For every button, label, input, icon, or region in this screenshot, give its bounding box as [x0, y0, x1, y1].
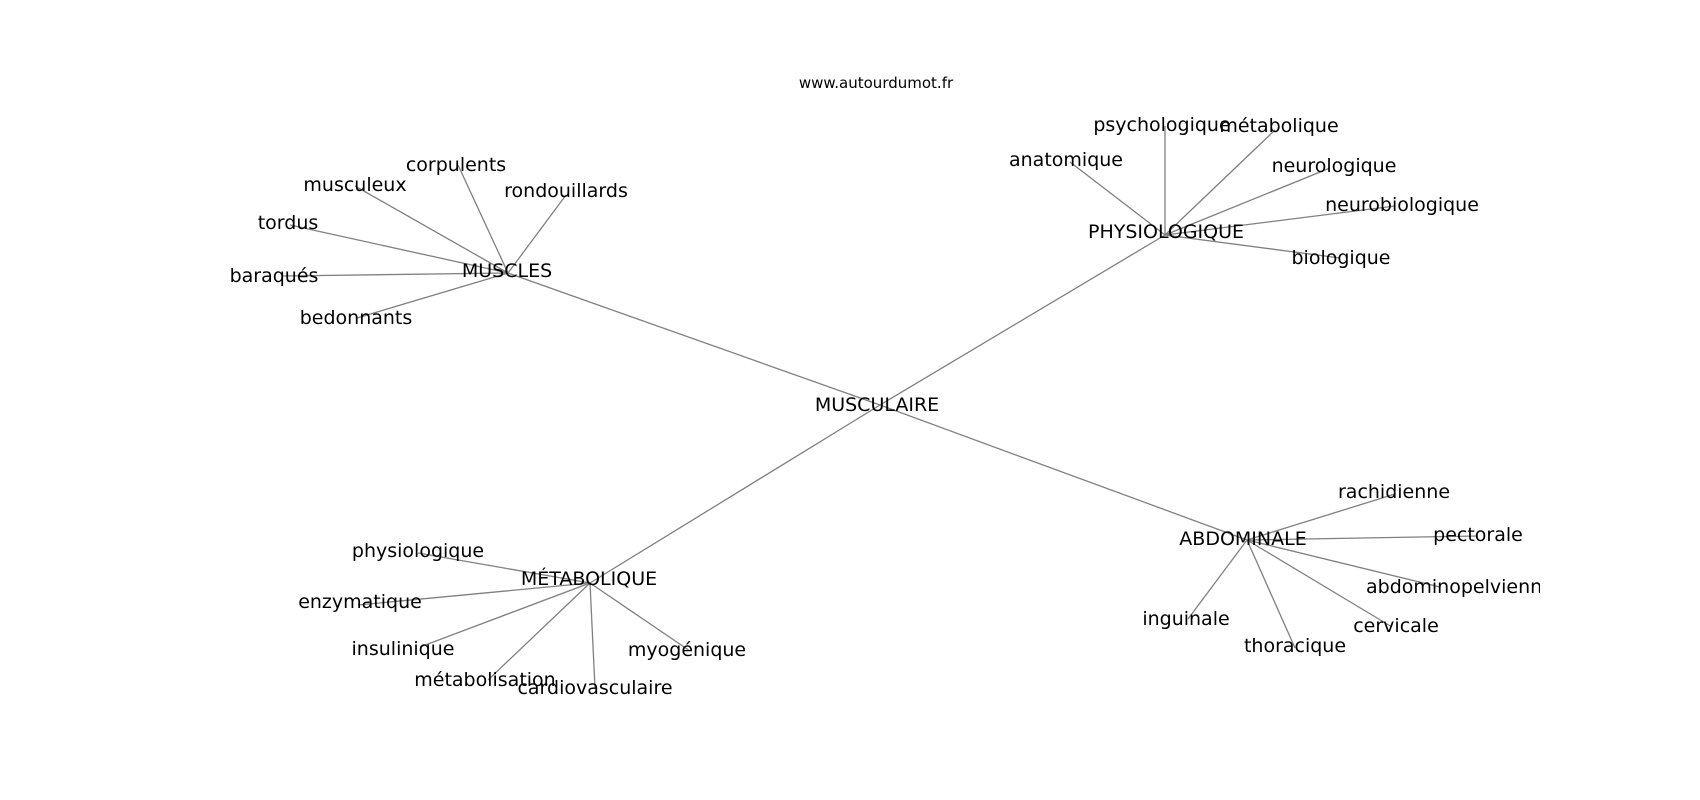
edge-muscles-baraques — [282, 272, 509, 277]
edge-muscles-rondouillards — [507, 194, 567, 274]
edge-metabolique-enzymatique — [357, 582, 591, 606]
edge-abdominale-cervicale — [1246, 539, 1393, 628]
graph-edges — [282, 126, 1479, 689]
word-label-metabolique: métabolique — [1219, 115, 1338, 137]
word-label-rondouillards: rondouillards — [504, 180, 628, 202]
word-label-bedonnants: bedonnants — [300, 307, 413, 329]
word-label-biologique: biologique — [1292, 247, 1391, 269]
center-node-label: MUSCULAIRE — [815, 394, 939, 416]
edge-center-abdominale — [879, 404, 1248, 541]
word-label-baraques: baraqués — [230, 265, 319, 287]
edge-muscles-tordus — [289, 224, 509, 274]
edge-muscles-musculeux — [354, 185, 509, 274]
edge-center-metabolique — [589, 404, 881, 584]
edge-center-muscles — [507, 272, 881, 406]
word-label-tordus: tordus — [258, 212, 319, 234]
hub-label-muscles: MUSCLES — [462, 260, 552, 282]
hub-label-physiologique: PHYSIOLOGIQUE — [1088, 221, 1244, 243]
source-url: www.autourdumot.fr — [799, 74, 954, 92]
edge-center-physiologique — [879, 234, 1166, 406]
word-label-cervicale: cervicale — [1353, 615, 1439, 637]
edge-physiologique-neurobiologique — [1164, 205, 1396, 236]
edge-metabolique-physiologique — [417, 552, 591, 584]
word-label-neurologique: neurologique — [1272, 155, 1397, 177]
graph-labels: www.autourdumot.fr MUSCULAIRE MUSCLES co… — [230, 74, 1554, 699]
edge-metabolique-metabolisation — [487, 582, 591, 681]
edge-abdominale-thoracique — [1246, 539, 1296, 649]
word-label-neurobiologique: neurobiologique — [1325, 194, 1479, 216]
word-label-metabolisation: métabolisation — [414, 669, 555, 691]
edge-metabolique-myogenique — [589, 582, 691, 652]
word-label-inguinale: inguinale — [1142, 608, 1229, 630]
edge-physiologique-neurologique — [1164, 167, 1331, 236]
edge-metabolique-cardiovasculaire — [589, 582, 596, 689]
edge-muscles-bedonnants — [356, 272, 509, 319]
hub-label-abdominale: ABDOMINALE — [1179, 528, 1306, 550]
hub-label-metabolique: MÉTABOLIQUE — [521, 567, 657, 590]
word-label-insulinique: insulinique — [352, 638, 455, 660]
word-label-psychologique: psychologique — [1093, 114, 1230, 136]
edge-physiologique-anatomique — [1069, 161, 1166, 236]
word-label-pectorale: pectorale — [1433, 524, 1523, 546]
word-label-anatomique: anatomique — [1009, 149, 1123, 171]
edge-metabolique-insulinique — [419, 582, 591, 648]
edge-physiologique-metabolique — [1164, 129, 1276, 236]
edge-abdominale-pectorale — [1246, 535, 1479, 541]
word-label-enzymatique: enzymatique — [298, 591, 422, 613]
edge-abdominale-inguinale — [1187, 539, 1248, 620]
word-label-musculeux: musculeux — [303, 174, 406, 196]
word-label-rachidienne: rachidienne — [1338, 481, 1450, 503]
edge-abdominale-rachidienne — [1246, 493, 1396, 541]
word-label-myogenique: myogénique — [628, 639, 746, 661]
edge-muscles-corpulents — [457, 164, 509, 274]
word-label-corpulents: corpulents — [406, 154, 506, 176]
word-label-thoracique: thoracique — [1244, 635, 1346, 657]
word-label-cardiovasculaire: cardiovasculaire — [517, 677, 672, 699]
edge-physiologique-biologique — [1164, 234, 1341, 259]
word-label-physiologique: physiologique — [352, 540, 484, 562]
word-label-abdominopelvienne: abdominopelvienne — [1366, 576, 1554, 598]
edge-abdominale-abdominopelvienne — [1246, 539, 1441, 588]
